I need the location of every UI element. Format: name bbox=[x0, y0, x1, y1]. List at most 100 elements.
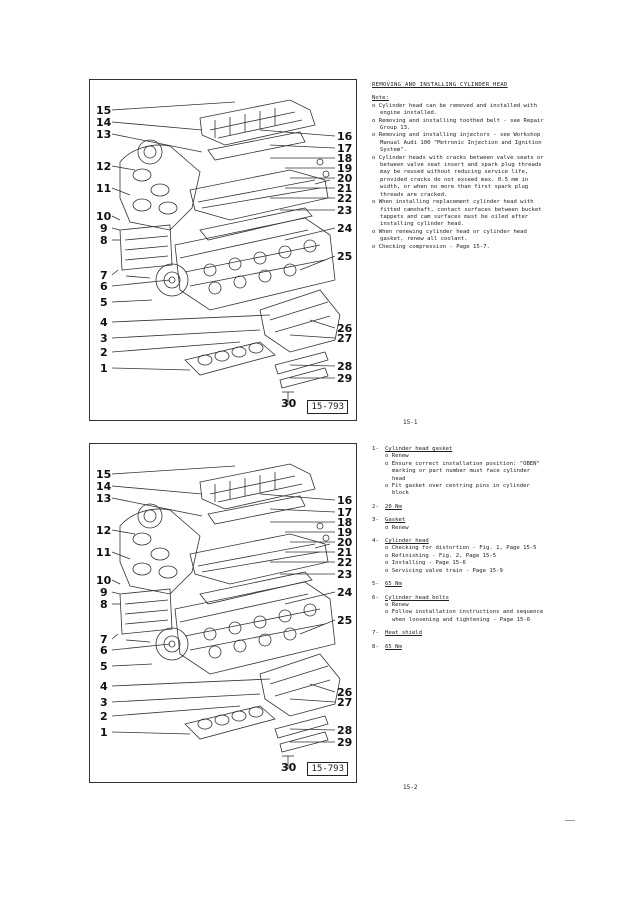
callout-27: 27 bbox=[337, 332, 353, 345]
callout-13: 13 bbox=[96, 128, 112, 141]
callout-15: 15 bbox=[96, 104, 112, 117]
part-detail: o Renew bbox=[385, 601, 409, 608]
callout-4: 4 bbox=[100, 316, 108, 329]
note-item: o Checking compression - Page 15-7. bbox=[372, 243, 490, 250]
part-detail: o Ensure correct installation position: … bbox=[385, 460, 540, 482]
callout-28: 28 bbox=[337, 360, 353, 373]
part-title: 65 Nm bbox=[385, 581, 402, 588]
page-number: 15-1 bbox=[403, 419, 418, 426]
exploded-diagram-bottom: 15 14 13 12 11 10 9 8 7 6 5 4 3 2 1 16 1… bbox=[89, 443, 357, 783]
part-title: Heat shield bbox=[385, 630, 423, 637]
callout-25: 25 bbox=[337, 250, 353, 263]
callout-28: 28 bbox=[337, 724, 353, 737]
part-detail: o Fit gasket over centring pins in cylin… bbox=[385, 483, 530, 497]
part-number: 4- bbox=[372, 538, 379, 545]
callout-3: 3 bbox=[100, 696, 108, 709]
part-detail: o Renew bbox=[385, 453, 409, 460]
callout-6: 6 bbox=[100, 280, 108, 293]
callout-22: 22 bbox=[337, 556, 353, 569]
callout-2: 2 bbox=[100, 710, 108, 723]
callout-2: 2 bbox=[100, 346, 108, 359]
part-detail: o Checking for distortion - Fig. 1, Page… bbox=[385, 545, 537, 552]
callout-8: 8 bbox=[100, 598, 108, 611]
callout-8: 8 bbox=[100, 234, 108, 247]
callout-21: 21 bbox=[337, 546, 353, 559]
callout-12: 12 bbox=[96, 160, 112, 173]
callout-9: 9 bbox=[100, 222, 108, 235]
callout-11: 11 bbox=[96, 182, 112, 195]
callout-26: 26 bbox=[337, 686, 353, 699]
callout-29: 29 bbox=[337, 372, 353, 385]
callout-20: 20 bbox=[337, 536, 353, 549]
callout-27: 27 bbox=[337, 696, 353, 709]
part-detail: o Renew bbox=[385, 524, 409, 531]
callout-14: 14 bbox=[96, 480, 112, 493]
exploded-diagram-top: 15 14 13 12 11 10 9 8 7 6 5 4 3 2 1 16 1… bbox=[89, 79, 357, 421]
callout-23: 23 bbox=[337, 204, 353, 217]
scan-mark bbox=[565, 820, 575, 821]
part-item: 6- Cylinder head bolts o Renew o Follow … bbox=[372, 595, 544, 625]
callout-19: 19 bbox=[337, 526, 353, 539]
note-item: o Cylinder head can be removed and insta… bbox=[372, 102, 538, 117]
callout-21: 21 bbox=[337, 182, 353, 195]
callout-15: 15 bbox=[96, 468, 112, 481]
callout-5: 5 bbox=[100, 660, 108, 673]
part-number: 6- bbox=[372, 594, 379, 601]
part-number: 3- bbox=[372, 517, 379, 524]
callout-9: 9 bbox=[100, 586, 108, 599]
callout-22: 22 bbox=[337, 192, 353, 205]
section-title: REMOVING AND INSTALLING CYLINDER HEAD bbox=[372, 82, 508, 88]
callout-24: 24 bbox=[337, 586, 353, 599]
part-title: Gasket bbox=[385, 517, 406, 524]
note-item: o Cylinder heads with cracks between val… bbox=[372, 154, 544, 198]
cylinder-head-exploded-drawing bbox=[111, 99, 341, 405]
callout-18: 18 bbox=[337, 152, 353, 165]
part-detail: o Follow installation instructions and s… bbox=[385, 609, 544, 623]
callout-layer: 15 14 13 12 11 10 9 8 7 6 5 4 3 2 1 16 1… bbox=[90, 444, 356, 782]
callout-10: 10 bbox=[96, 574, 112, 587]
callout-4: 4 bbox=[100, 680, 108, 693]
callout-7: 7 bbox=[100, 633, 108, 646]
diagram-tag: 15-793 bbox=[307, 762, 348, 776]
part-number: 7- bbox=[372, 630, 379, 637]
callout-26: 26 bbox=[337, 322, 353, 335]
callout-30: 30 bbox=[281, 761, 297, 774]
part-detail: o Servicing valve train - Page 15-9 bbox=[385, 567, 503, 574]
diagram-tag: 15-793 bbox=[307, 400, 348, 414]
part-title: Cylinder head gasket bbox=[385, 446, 453, 452]
part-number: 1- bbox=[372, 446, 379, 452]
callout-29: 29 bbox=[337, 736, 353, 749]
part-item: 4- Cylinder head o Checking for distorti… bbox=[372, 538, 544, 575]
callout-10: 10 bbox=[96, 210, 112, 223]
callout-13: 13 bbox=[96, 492, 112, 505]
note-item: o Removing and installing toothed belt -… bbox=[372, 117, 544, 132]
callout-24: 24 bbox=[337, 222, 353, 235]
callout-19: 19 bbox=[337, 162, 353, 175]
part-title: Cylinder head bbox=[385, 538, 429, 545]
part-detail: o Refinishing - Fig. 2, Page 15-5 bbox=[385, 552, 497, 559]
callout-6: 6 bbox=[100, 644, 108, 657]
callout-7: 7 bbox=[100, 269, 108, 282]
callout-25: 25 bbox=[337, 614, 353, 627]
page1-text-column: REMOVING AND INSTALLING CYLINDER HEAD No… bbox=[372, 82, 544, 251]
part-item: 8- 65 Nm bbox=[372, 644, 544, 651]
note-item: o When installing replacement cylinder h… bbox=[372, 199, 542, 228]
note-item: o When renewing cylinder head or cylinde… bbox=[372, 228, 527, 243]
page-number: 15-2 bbox=[403, 784, 418, 791]
part-item: 2- 20 Nm bbox=[372, 504, 544, 511]
cylinder-head-exploded-drawing bbox=[111, 463, 341, 769]
part-number: 8- bbox=[372, 643, 379, 650]
callout-5: 5 bbox=[100, 296, 108, 309]
page2-parts-list: 1- Cylinder head gasket o Renew o Ensure… bbox=[372, 446, 544, 657]
part-title: 20 Nm bbox=[385, 503, 402, 510]
callout-30: 30 bbox=[281, 397, 297, 410]
callout-18: 18 bbox=[337, 516, 353, 529]
callout-1: 1 bbox=[100, 726, 108, 739]
callout-11: 11 bbox=[96, 546, 112, 559]
callout-14: 14 bbox=[96, 116, 112, 129]
callout-layer: 15 14 13 12 11 10 9 8 7 6 5 4 3 2 1 16 1… bbox=[90, 80, 356, 420]
part-number: 5- bbox=[372, 581, 379, 588]
callout-1: 1 bbox=[100, 362, 108, 375]
note-heading: Note: bbox=[372, 95, 389, 102]
callout-16: 16 bbox=[337, 130, 353, 143]
